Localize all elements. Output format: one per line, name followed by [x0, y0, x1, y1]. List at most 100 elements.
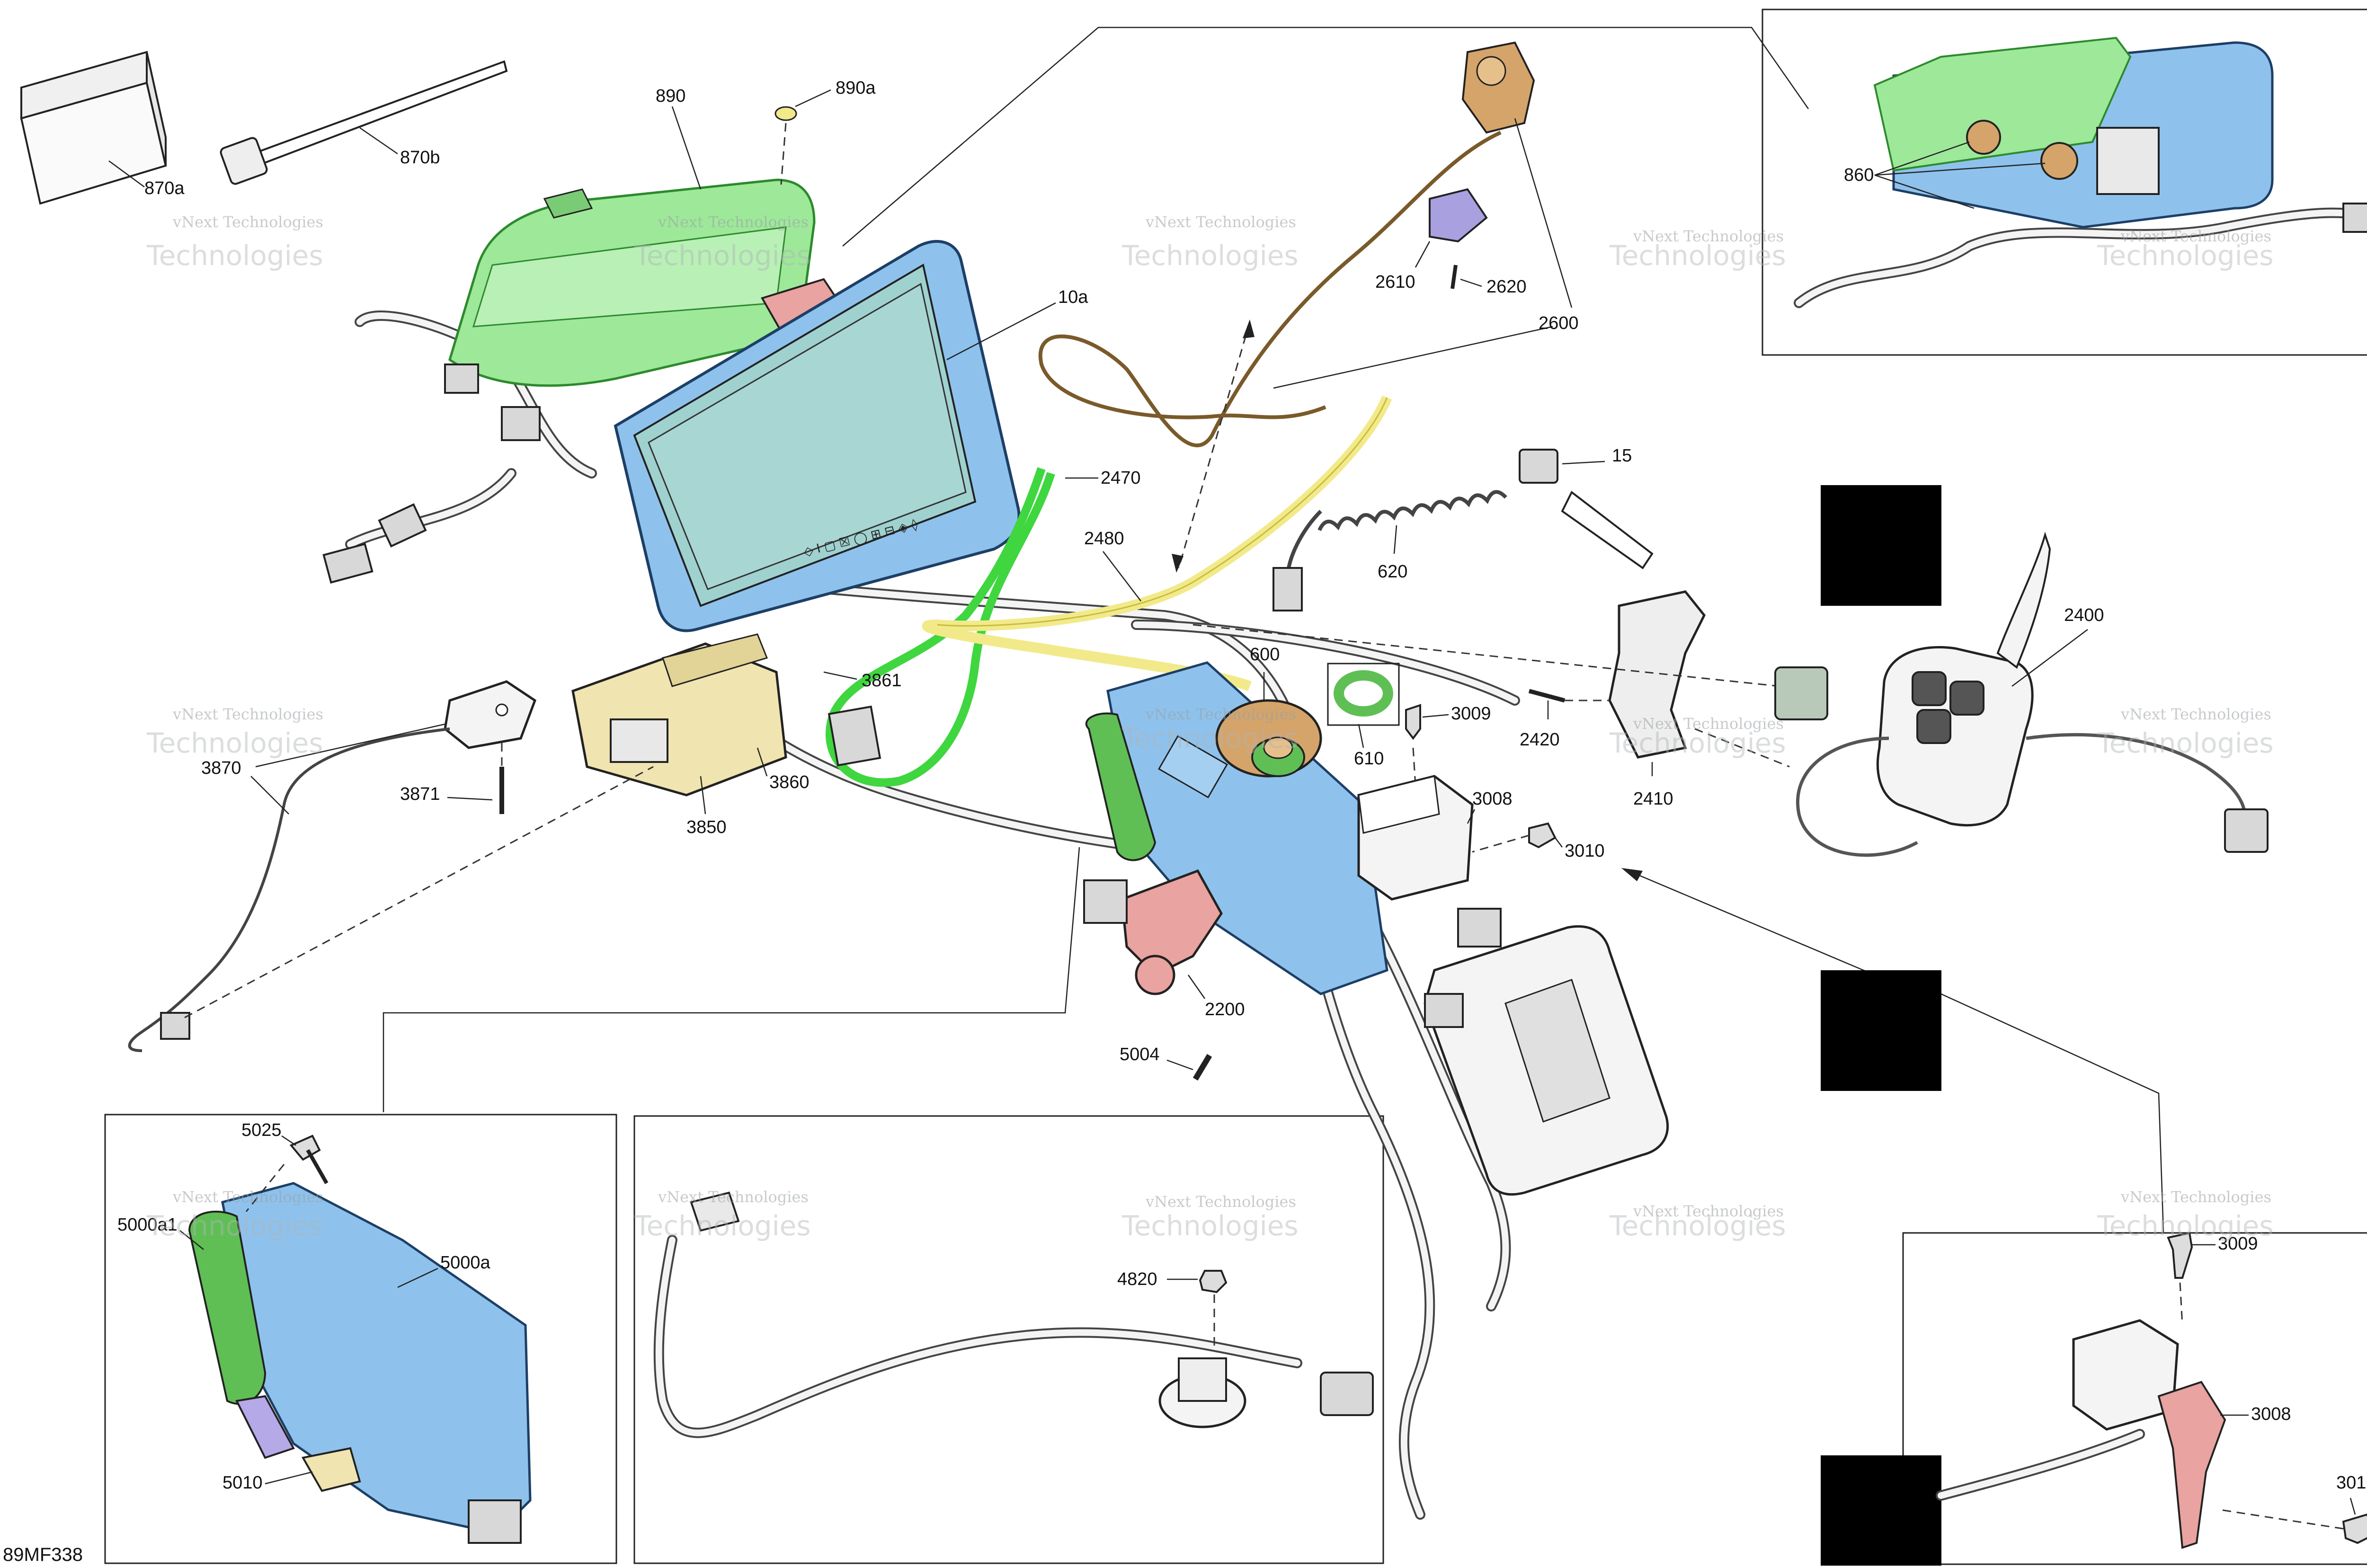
leader-3010-detail — [2349, 1497, 2356, 1515]
dash-2610 — [1178, 321, 1251, 568]
arrow-head — [1621, 868, 1643, 881]
label-3871: 3871 — [400, 784, 440, 804]
inset-4820-content — [653, 1191, 1374, 1438]
dash-3010 — [1472, 834, 1530, 853]
part-890a-washer — [774, 106, 797, 121]
part-610-ring — [1334, 670, 1393, 717]
leader-10a — [946, 302, 1056, 361]
label-3861: 3861 — [862, 671, 902, 691]
label-600: 600 — [1250, 645, 1280, 664]
label-3009: 3009 — [1451, 704, 1491, 724]
leader-2600b — [1273, 326, 1553, 389]
label-2610: 2610 — [1375, 272, 1415, 292]
leader-3850 — [700, 776, 706, 815]
part-fuse-box — [1424, 925, 1669, 1196]
svg-text:vNext Technologies: vNext Technologies — [1633, 1202, 1784, 1220]
black-block-1 — [1821, 485, 1941, 606]
part-2600-switch — [1461, 41, 1535, 134]
leader-860c — [1874, 174, 1975, 209]
connector-fuse-2 — [1424, 993, 1464, 1028]
part-3870-sensor — [444, 680, 537, 749]
part-2200-sensor — [1083, 869, 1223, 995]
connector-3861 — [828, 705, 881, 767]
label-5004: 5004 — [1120, 1045, 1160, 1064]
leader-5000a1 — [179, 1230, 204, 1250]
part-4820-nut — [1199, 1270, 1228, 1293]
label-2200: 2200 — [1205, 1000, 1245, 1019]
part-5000a-controller-main — [1085, 661, 1388, 995]
part-2610-bracket — [1429, 188, 1488, 243]
wire-3870 — [128, 727, 450, 1052]
wire-2400 — [1796, 733, 2247, 857]
part-620-coil-cord — [1317, 490, 1507, 532]
part-600-fuel-valve — [1215, 699, 1322, 778]
part-5025-bolt — [289, 1134, 321, 1161]
svg-text:Technologies: Technologies — [2097, 239, 2274, 272]
leader-3870b — [250, 776, 289, 815]
svg-text:Technologies: Technologies — [1609, 727, 1786, 759]
leader-3009 — [1422, 714, 1449, 718]
svg-text:vNext Technologies: vNext Technologies — [172, 705, 323, 723]
label-3008-detail: 3008 — [2251, 1404, 2291, 1424]
svg-text:vNext Technologies: vNext Technologies — [1145, 213, 1296, 231]
svg-text:vNext Technologies: vNext Technologies — [1145, 1193, 1296, 1211]
part-3850-module — [571, 633, 787, 797]
part-3009-screw — [1405, 704, 1421, 740]
part-2420-screw — [1528, 689, 1566, 703]
svg-text:Technologies: Technologies — [1121, 722, 1299, 754]
dash-3870 — [184, 766, 654, 1019]
callout-line-top — [842, 27, 1809, 247]
leader-620 — [1393, 525, 1397, 554]
svg-text:vNext Technologies: vNext Technologies — [1633, 227, 1784, 245]
part-3008-relay — [1357, 775, 1474, 901]
dash-3010-detail — [2220, 1509, 2344, 1530]
label-2480: 2480 — [1084, 529, 1124, 549]
leader-2200 — [1187, 974, 1206, 999]
part-2410-housing — [1608, 590, 1706, 759]
label-3009-detail: 3009 — [2218, 1234, 2258, 1254]
svg-text:vNext Technologies: vNext Technologies — [1145, 705, 1296, 723]
leader-3008 — [1467, 809, 1476, 824]
leader-3861 — [823, 671, 857, 680]
svg-text:Technologies: Technologies — [146, 1210, 323, 1242]
dash-2400-b — [1694, 728, 1790, 768]
arrow-2610b — [1172, 554, 1184, 573]
leader-860a — [1874, 141, 1970, 176]
label-5000a1: 5000a1 — [117, 1215, 178, 1235]
leader-2480 — [1103, 551, 1141, 602]
leader-860b — [1874, 162, 2046, 176]
svg-text:vNext Technologies: vNext Technologies — [2120, 705, 2271, 723]
leader-2600 — [1514, 118, 1573, 308]
connector-left-3 — [501, 406, 541, 441]
svg-text:Technologies: Technologies — [634, 1210, 811, 1242]
leader-870b — [359, 127, 398, 155]
connector-3870 — [160, 1012, 190, 1040]
part-15-key — [1519, 449, 1654, 569]
svg-text:Technologies: Technologies — [1609, 1210, 1786, 1242]
label-610: 610 — [1354, 749, 1384, 769]
svg-text:Technologies: Technologies — [2097, 727, 2274, 759]
label-860: 860 — [1844, 165, 1874, 185]
label-3008: 3008 — [1472, 789, 1513, 809]
label-620: 620 — [1378, 562, 1407, 582]
arrow-line — [1628, 870, 1875, 976]
part-3009-detail-screw — [2167, 1231, 2193, 1279]
svg-text:Technologies: Technologies — [2097, 1210, 2274, 1242]
leader-3860 — [756, 747, 768, 777]
label-2420: 2420 — [1520, 730, 1560, 750]
label-4820: 4820 — [1117, 1269, 1157, 1289]
svg-text:vNext Technologies: vNext Technologies — [2120, 1188, 2271, 1206]
dash-3009-detail — [2179, 1282, 2183, 1326]
part-2480-yellow-outline — [937, 397, 1388, 627]
connector-left-4 — [444, 363, 479, 394]
leader-3870a — [255, 723, 445, 768]
label-5000a: 5000a — [440, 1253, 491, 1273]
leader-890a — [795, 89, 831, 107]
leader-3871 — [447, 797, 493, 801]
leader-610 — [1358, 724, 1364, 748]
label-870b: 870b — [400, 148, 440, 168]
inset-bottom-right — [1902, 1232, 2367, 1565]
leader-5025 — [281, 1135, 296, 1146]
part-5000a-controller-detail — [188, 1182, 532, 1544]
